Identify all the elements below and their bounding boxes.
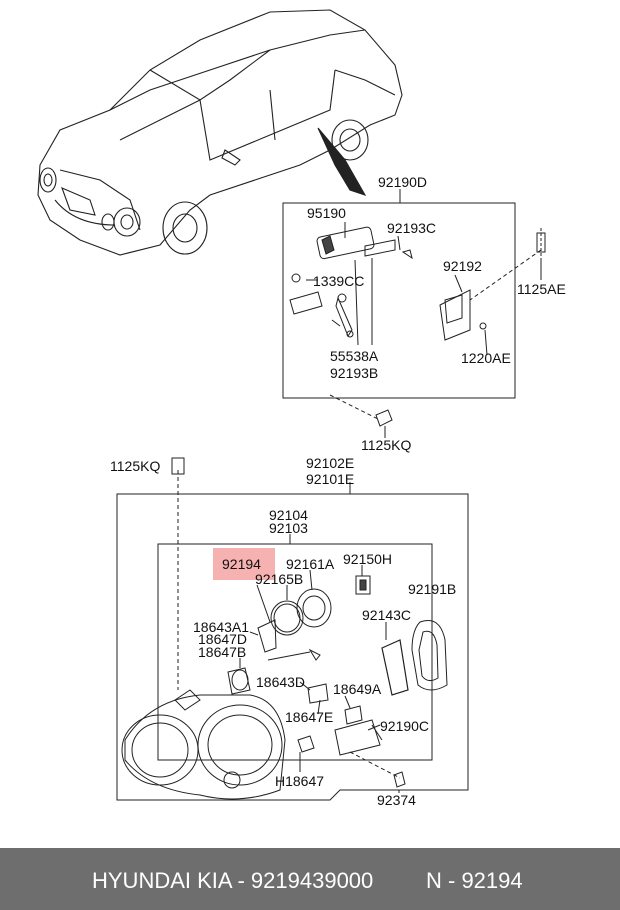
label-1125kq-upper: 1125KQ: [361, 437, 412, 453]
label-92102e: 92102E: [306, 455, 355, 471]
footer-n-number: N - 92194: [426, 868, 523, 893]
label-95190: 95190: [307, 205, 346, 221]
label-18647d: 18647D: [198, 631, 248, 647]
label-1125ae: 1125AE: [517, 281, 566, 297]
label-1339cc: 1339CC: [313, 273, 365, 289]
label-92103: 92103: [269, 520, 308, 536]
label-92104: 92104: [269, 507, 308, 523]
footer-bar: HYUNDAI KIA - 9219439000 N - 92194: [0, 848, 620, 910]
label-92165b: 92165B: [255, 571, 304, 587]
label-18647b: 18647B: [198, 644, 247, 660]
label-18649a: 18649A: [333, 681, 382, 697]
label-55538a: 55538A: [330, 348, 379, 364]
lower-parts: [121, 565, 448, 800]
label-92193c: 92193C: [387, 220, 437, 236]
label-92194: 92194: [222, 556, 261, 572]
label-92190d: 92190D: [378, 174, 428, 190]
label-1220ae: 1220AE: [461, 350, 511, 366]
label-92190c: 92190C: [380, 718, 430, 734]
highlighted-part-marker: [213, 548, 275, 580]
diagram-drawing: [37, 9, 546, 801]
label-92150h: 92150H: [343, 551, 393, 567]
upper-assembly-box: [282, 189, 516, 399]
label-1125kq-lower: 1125KQ: [110, 458, 161, 474]
label-92101e: 92101E: [306, 471, 355, 487]
label-92374: 92374: [377, 792, 416, 808]
label-18643a1: 18643A1: [193, 619, 250, 635]
label-92191b: 92191B: [408, 581, 457, 597]
label-18647e: 18647E: [285, 709, 334, 725]
label-92193b: 92193B: [330, 365, 379, 381]
label-92143c: 92143C: [362, 607, 412, 623]
footer-brand-part-number: HYUNDAI KIA - 9219439000: [92, 868, 374, 893]
lower-assembly-box: [116, 457, 469, 801]
label-92192: 92192: [443, 258, 482, 274]
label-h18647: H18647: [275, 773, 325, 789]
car-illustration: [37, 9, 403, 256]
label-18643d: 18643D: [256, 674, 306, 690]
label-92161a: 92161A: [286, 556, 335, 572]
upper-parts: [289, 222, 546, 438]
